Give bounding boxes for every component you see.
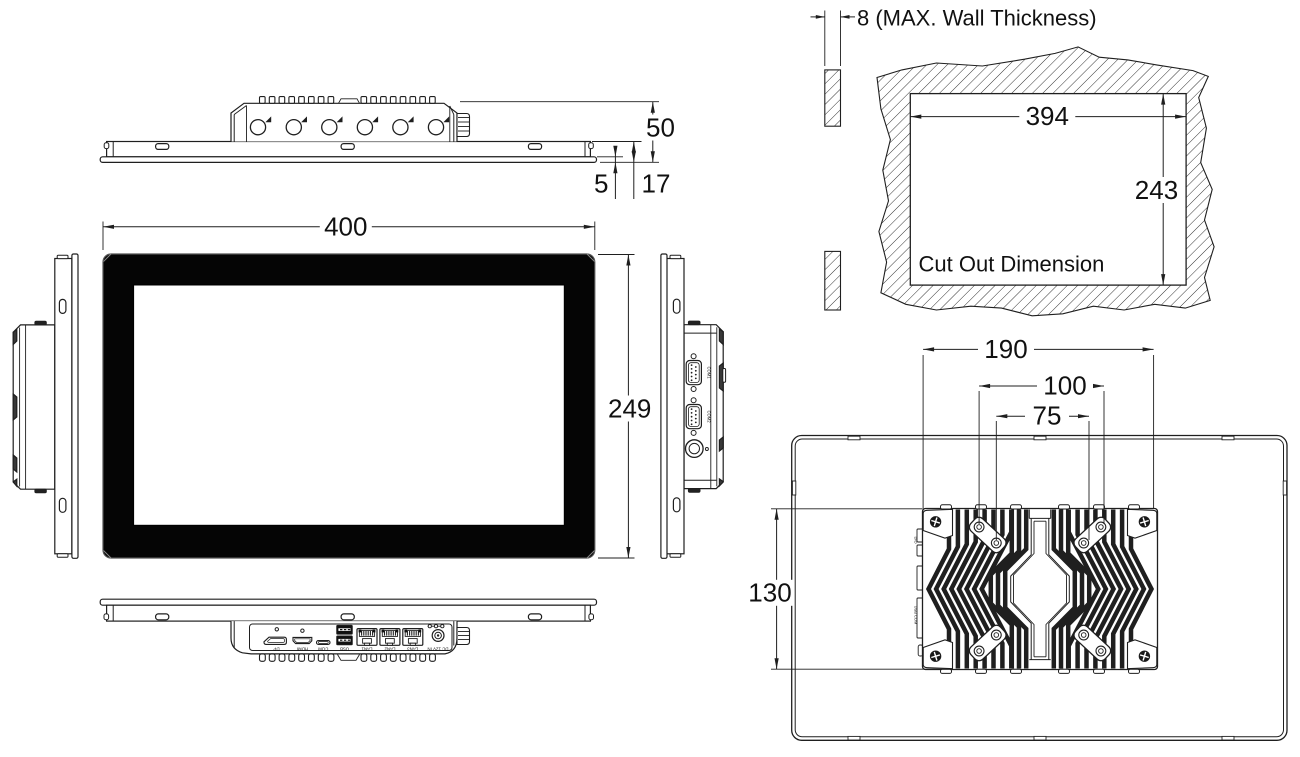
- svg-text:HDMI: HDMI: [297, 647, 308, 652]
- svg-text:DIO: DIO: [914, 536, 919, 543]
- svg-text:249: 249: [608, 393, 651, 423]
- svg-text:COM2: COM2: [707, 410, 712, 423]
- svg-text:75: 75: [1033, 401, 1062, 431]
- svg-text:394: 394: [1026, 101, 1069, 131]
- svg-text:COM1: COM1: [707, 366, 712, 379]
- svg-text:LAN1: LAN1: [361, 647, 373, 652]
- svg-text:400: 400: [324, 212, 367, 242]
- svg-text:5: 5: [594, 169, 608, 199]
- svg-text:LAN2: LAN2: [384, 647, 396, 652]
- svg-text:DC 12V IN: DC 12V IN: [428, 647, 449, 652]
- svg-text:8 (MAX. Wall Thickness): 8 (MAX. Wall Thickness): [857, 5, 1097, 30]
- svg-text:Cut Out Dimension: Cut Out Dimension: [919, 252, 1105, 277]
- svg-text:243: 243: [1135, 175, 1178, 205]
- svg-text:100: 100: [1043, 370, 1086, 400]
- svg-text:50: 50: [646, 112, 675, 142]
- svg-text:130: 130: [748, 578, 791, 608]
- svg-text:USB: USB: [340, 647, 349, 652]
- svg-text:COM: COM: [318, 647, 329, 652]
- svg-text:17: 17: [642, 169, 671, 199]
- svg-text:USB COM: USB COM: [914, 606, 919, 625]
- svg-text:DP: DP: [273, 647, 279, 652]
- svg-text:LAN3: LAN3: [407, 647, 419, 652]
- svg-text:190: 190: [984, 334, 1027, 364]
